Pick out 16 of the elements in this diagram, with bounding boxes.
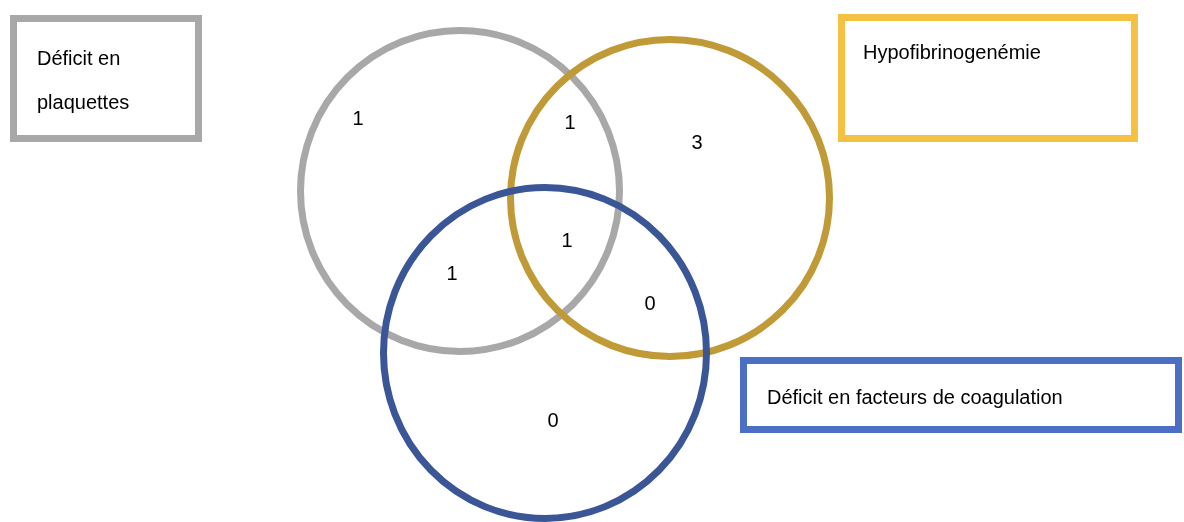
category-label: Hypofibrinogenémie [863,40,1042,65]
count-label: 0 [547,410,559,430]
count-label: 3 [691,132,703,152]
count-label: 1 [446,263,458,283]
category-box [740,357,1182,433]
count-label: 1 [561,230,573,250]
set-circle [297,27,623,355]
category-label: Déficit en facteurs de coagulation [767,385,1064,410]
set-circle [507,36,833,360]
count-label: 1 [352,108,364,128]
category-box [838,14,1138,142]
set-circle [380,184,710,522]
category-box [10,15,202,142]
category-label: Déficit en plaquettes [37,46,131,115]
count-label: 1 [564,112,576,132]
count-label: 0 [644,293,656,313]
